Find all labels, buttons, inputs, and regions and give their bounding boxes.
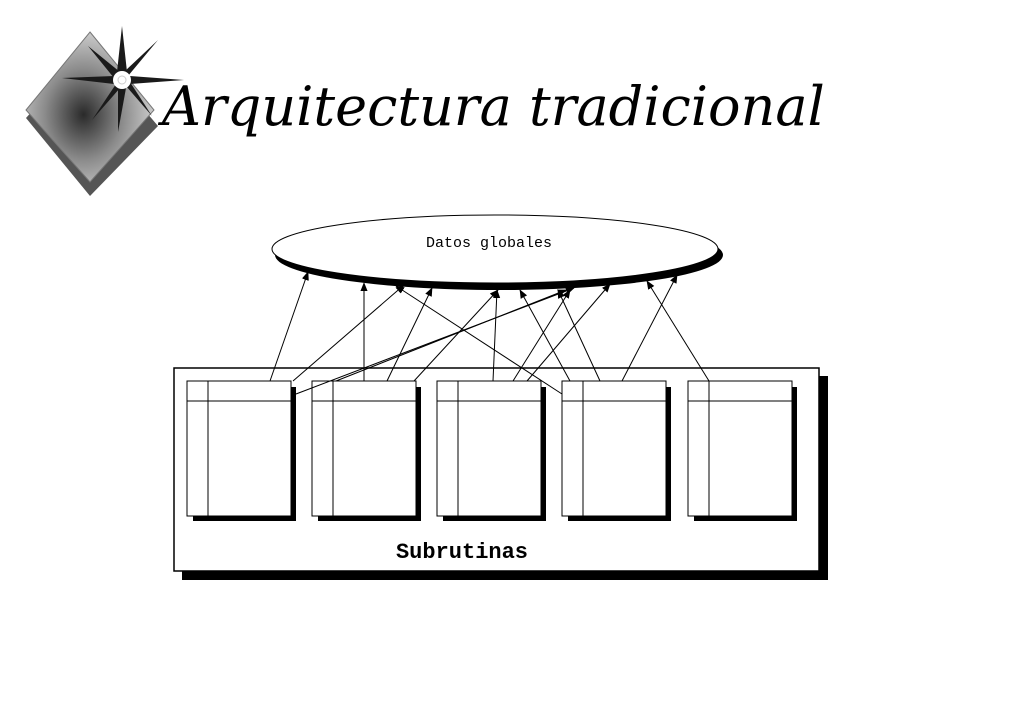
subroutine-module-4 xyxy=(561,380,671,521)
access-arrow xyxy=(292,284,405,382)
access-arrow xyxy=(526,283,611,382)
access-arrow xyxy=(646,280,710,382)
access-arrow xyxy=(395,285,563,395)
access-arrow xyxy=(621,274,678,382)
diamond-star-logo-icon xyxy=(25,26,184,196)
access-arrow xyxy=(335,289,567,382)
access-arrow xyxy=(519,289,571,382)
subroutine-module-2 xyxy=(311,380,421,521)
subroutine-module-5 xyxy=(687,380,797,521)
slide-title: Arquitectura tradicional xyxy=(162,75,825,138)
subroutines-label: Subrutinas xyxy=(396,540,528,565)
global-data-store: Datos globales xyxy=(271,214,723,290)
access-arrow xyxy=(386,287,433,382)
access-arrow xyxy=(269,271,309,382)
access-arrow xyxy=(492,289,501,382)
subroutine-module-3 xyxy=(436,380,546,521)
access-arrow xyxy=(557,289,601,382)
access-arrow xyxy=(413,289,499,382)
global-data-label: Datos globales xyxy=(426,235,552,252)
access-arrow xyxy=(512,289,571,382)
subroutine-module-1 xyxy=(186,380,296,521)
access-arrows xyxy=(269,271,710,395)
